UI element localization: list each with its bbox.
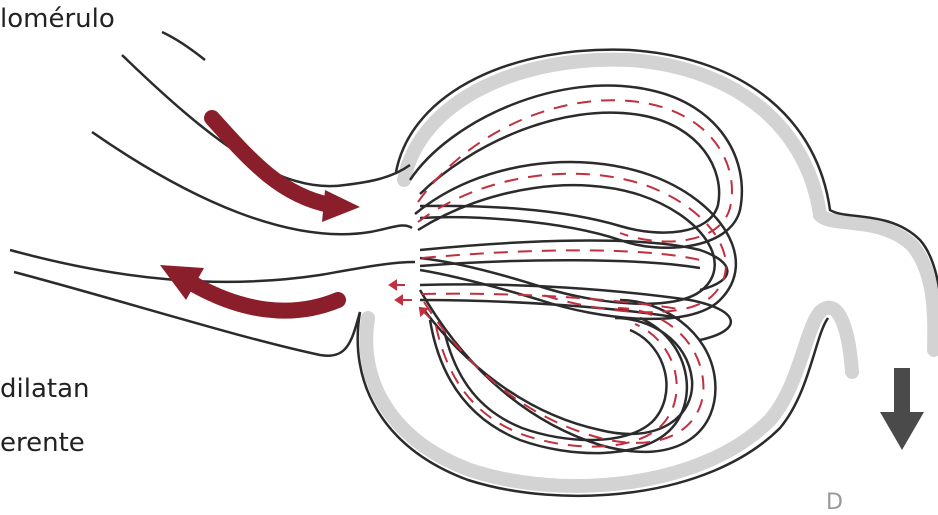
bowman-capsule	[404, 60, 934, 350]
capillary-loops	[410, 86, 742, 454]
outflow-arrow-icon	[160, 265, 338, 311]
blood-flow-dashes	[418, 100, 732, 446]
inflow-arrow-icon	[212, 118, 360, 222]
afferent-label: lomérulo	[0, 6, 115, 32]
filtrate-down-arrow-icon	[880, 368, 924, 450]
capsule-outline-outer-lower	[358, 312, 828, 496]
filtrate-label-cut: D	[826, 492, 843, 514]
efferent-label-line2: erente	[0, 430, 85, 456]
efferent-arteriole	[10, 250, 415, 282]
label-leader-line	[162, 32, 205, 60]
efferent-label-line1: dilatan	[0, 376, 90, 402]
bowman-capsule-lower	[366, 308, 852, 486]
